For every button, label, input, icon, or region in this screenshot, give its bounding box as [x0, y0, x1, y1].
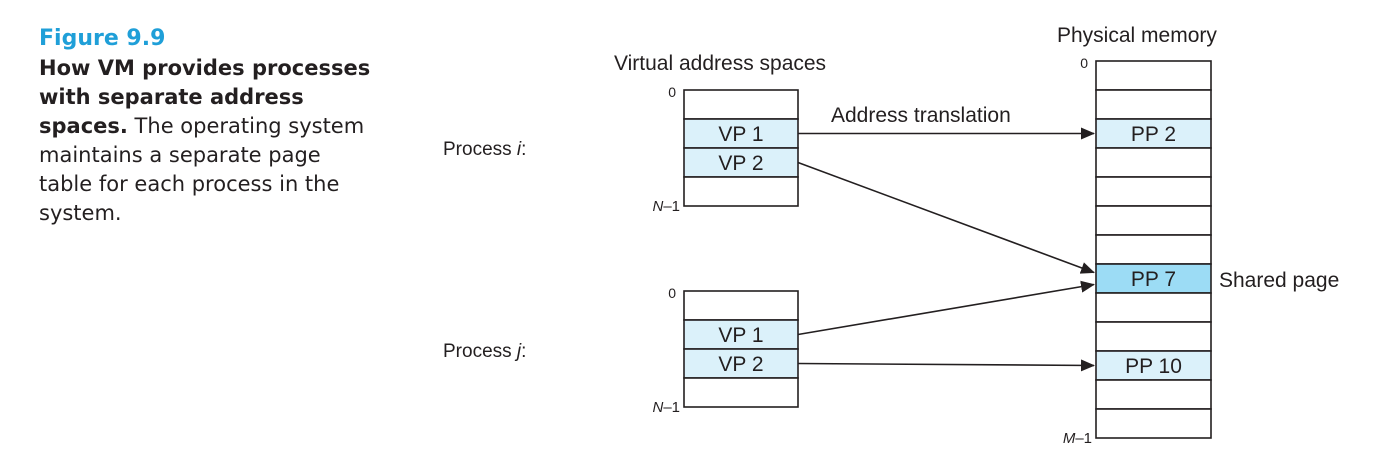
virtual-space-i-row	[683, 176, 799, 207]
virtual-space-i-start-address: 0	[668, 84, 676, 100]
physical-memory-row	[1095, 321, 1212, 352]
mapping-arrow	[797, 161, 1095, 274]
virtual-space-j-row	[683, 348, 799, 379]
virtual-space-j-start-address: 0	[668, 285, 676, 301]
virtual-space-i-end-address: N–1	[652, 198, 680, 215]
physical-memory-row	[1095, 147, 1212, 178]
physical-memory-row	[1095, 379, 1212, 410]
virtual-space-i-page-label: VP 1	[718, 123, 763, 146]
physical-memory-start-address: 0	[1080, 55, 1088, 71]
physical-memory-row	[1095, 118, 1212, 149]
mapping-arrow	[797, 280, 1095, 336]
physical-memory-row	[1095, 408, 1212, 439]
figure-caption: Figure 9.9 How VM provides processes wit…	[39, 24, 379, 228]
caption-title: How VM provides processes with separate …	[39, 56, 371, 138]
physical-memory-page-label: PP 7	[1131, 268, 1176, 291]
physical-memory-end-address: M–1	[1063, 430, 1092, 447]
physical-memory-row	[1095, 89, 1212, 120]
shared-page-label: Shared page	[1219, 269, 1339, 292]
process-label: Process j:	[443, 341, 526, 362]
physical-memory-page-label: PP 2	[1131, 123, 1176, 146]
virtual-header: Virtual address spaces	[614, 52, 826, 75]
virtual-space-i-row	[683, 118, 799, 149]
virtual-space-i-page-label: VP 2	[718, 152, 763, 175]
virtual-space-i-row	[683, 147, 799, 178]
physical-memory-row	[1095, 350, 1212, 381]
physical-memory-row	[1095, 292, 1212, 323]
virtual-space-j-row	[683, 377, 799, 408]
translation-label: Address translation	[831, 104, 1011, 127]
virtual-space-j-page-label: VP 1	[718, 324, 763, 347]
physical-memory-row	[1095, 263, 1212, 294]
physical-memory-page-label: PP 10	[1125, 355, 1182, 378]
virtual-space-j-end-address: N–1	[652, 399, 680, 416]
caption-body: The operating system maintains a separat…	[39, 114, 365, 225]
physical-memory-row	[1095, 205, 1212, 236]
physical-memory-row	[1095, 176, 1212, 207]
physical-header: Physical memory	[1057, 24, 1217, 47]
virtual-space-j-page-label: VP 2	[718, 353, 763, 376]
virtual-space-j-row	[683, 290, 799, 321]
virtual-space-j-row	[683, 319, 799, 350]
process-label: Process i:	[443, 139, 526, 160]
physical-memory-row	[1095, 60, 1212, 91]
physical-memory-row	[1095, 234, 1212, 265]
mapping-arrow	[797, 359, 1095, 372]
virtual-space-i-row	[683, 89, 799, 120]
figure-label: Figure 9.9	[39, 26, 166, 51]
